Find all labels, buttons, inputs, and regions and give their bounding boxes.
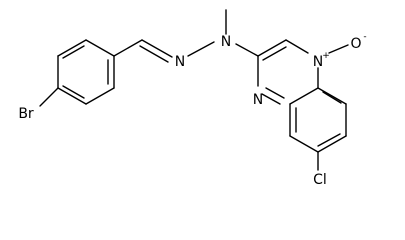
bond <box>85 87 115 105</box>
bond <box>85 39 115 57</box>
bond <box>285 39 309 54</box>
bond <box>317 135 347 153</box>
double-bond-inner <box>322 91 342 104</box>
bond-n-oxide <box>328 44 349 54</box>
double-bond-inner <box>265 87 285 99</box>
double-bond-inner <box>62 45 85 59</box>
bond-n-ring <box>235 43 259 57</box>
oxygen-negative-charge: - <box>363 32 366 42</box>
double-bond-inner <box>317 133 341 147</box>
bond <box>257 39 287 57</box>
double-bond-inner <box>262 46 287 61</box>
bond <box>289 135 319 153</box>
bond <box>261 93 281 105</box>
bromine-atom-label: Br <box>18 106 34 122</box>
bond-to-bromine <box>39 87 59 107</box>
hydrazone-chain <box>113 9 259 63</box>
bond-n-n <box>187 41 215 57</box>
double-bond-inner <box>62 85 85 99</box>
n-oxide-positive-charge: + <box>322 51 330 61</box>
bond <box>113 39 143 57</box>
bond <box>289 87 319 105</box>
chlorine-atom-label: Cl <box>313 172 327 188</box>
n-oxide-nitrogen-label: N <box>313 54 323 70</box>
bond-ch-n-double <box>139 45 169 63</box>
chemical-structure-diagram: Br N N N + O - N Cl <box>18 9 367 188</box>
bond <box>57 87 87 105</box>
hydrazine-nitrogen-label: N <box>221 34 231 50</box>
bond-ch-n-double <box>141 39 173 58</box>
oxygen-atom-label: O <box>350 36 361 52</box>
bond <box>317 87 347 105</box>
benzo-ring <box>289 87 347 171</box>
imine-nitrogen-label: N <box>175 54 185 70</box>
pyrazine-ring <box>257 39 319 105</box>
ring-nitrogen-label: N <box>253 92 263 108</box>
bromophenyl-ring <box>39 39 115 107</box>
bond <box>57 39 87 57</box>
